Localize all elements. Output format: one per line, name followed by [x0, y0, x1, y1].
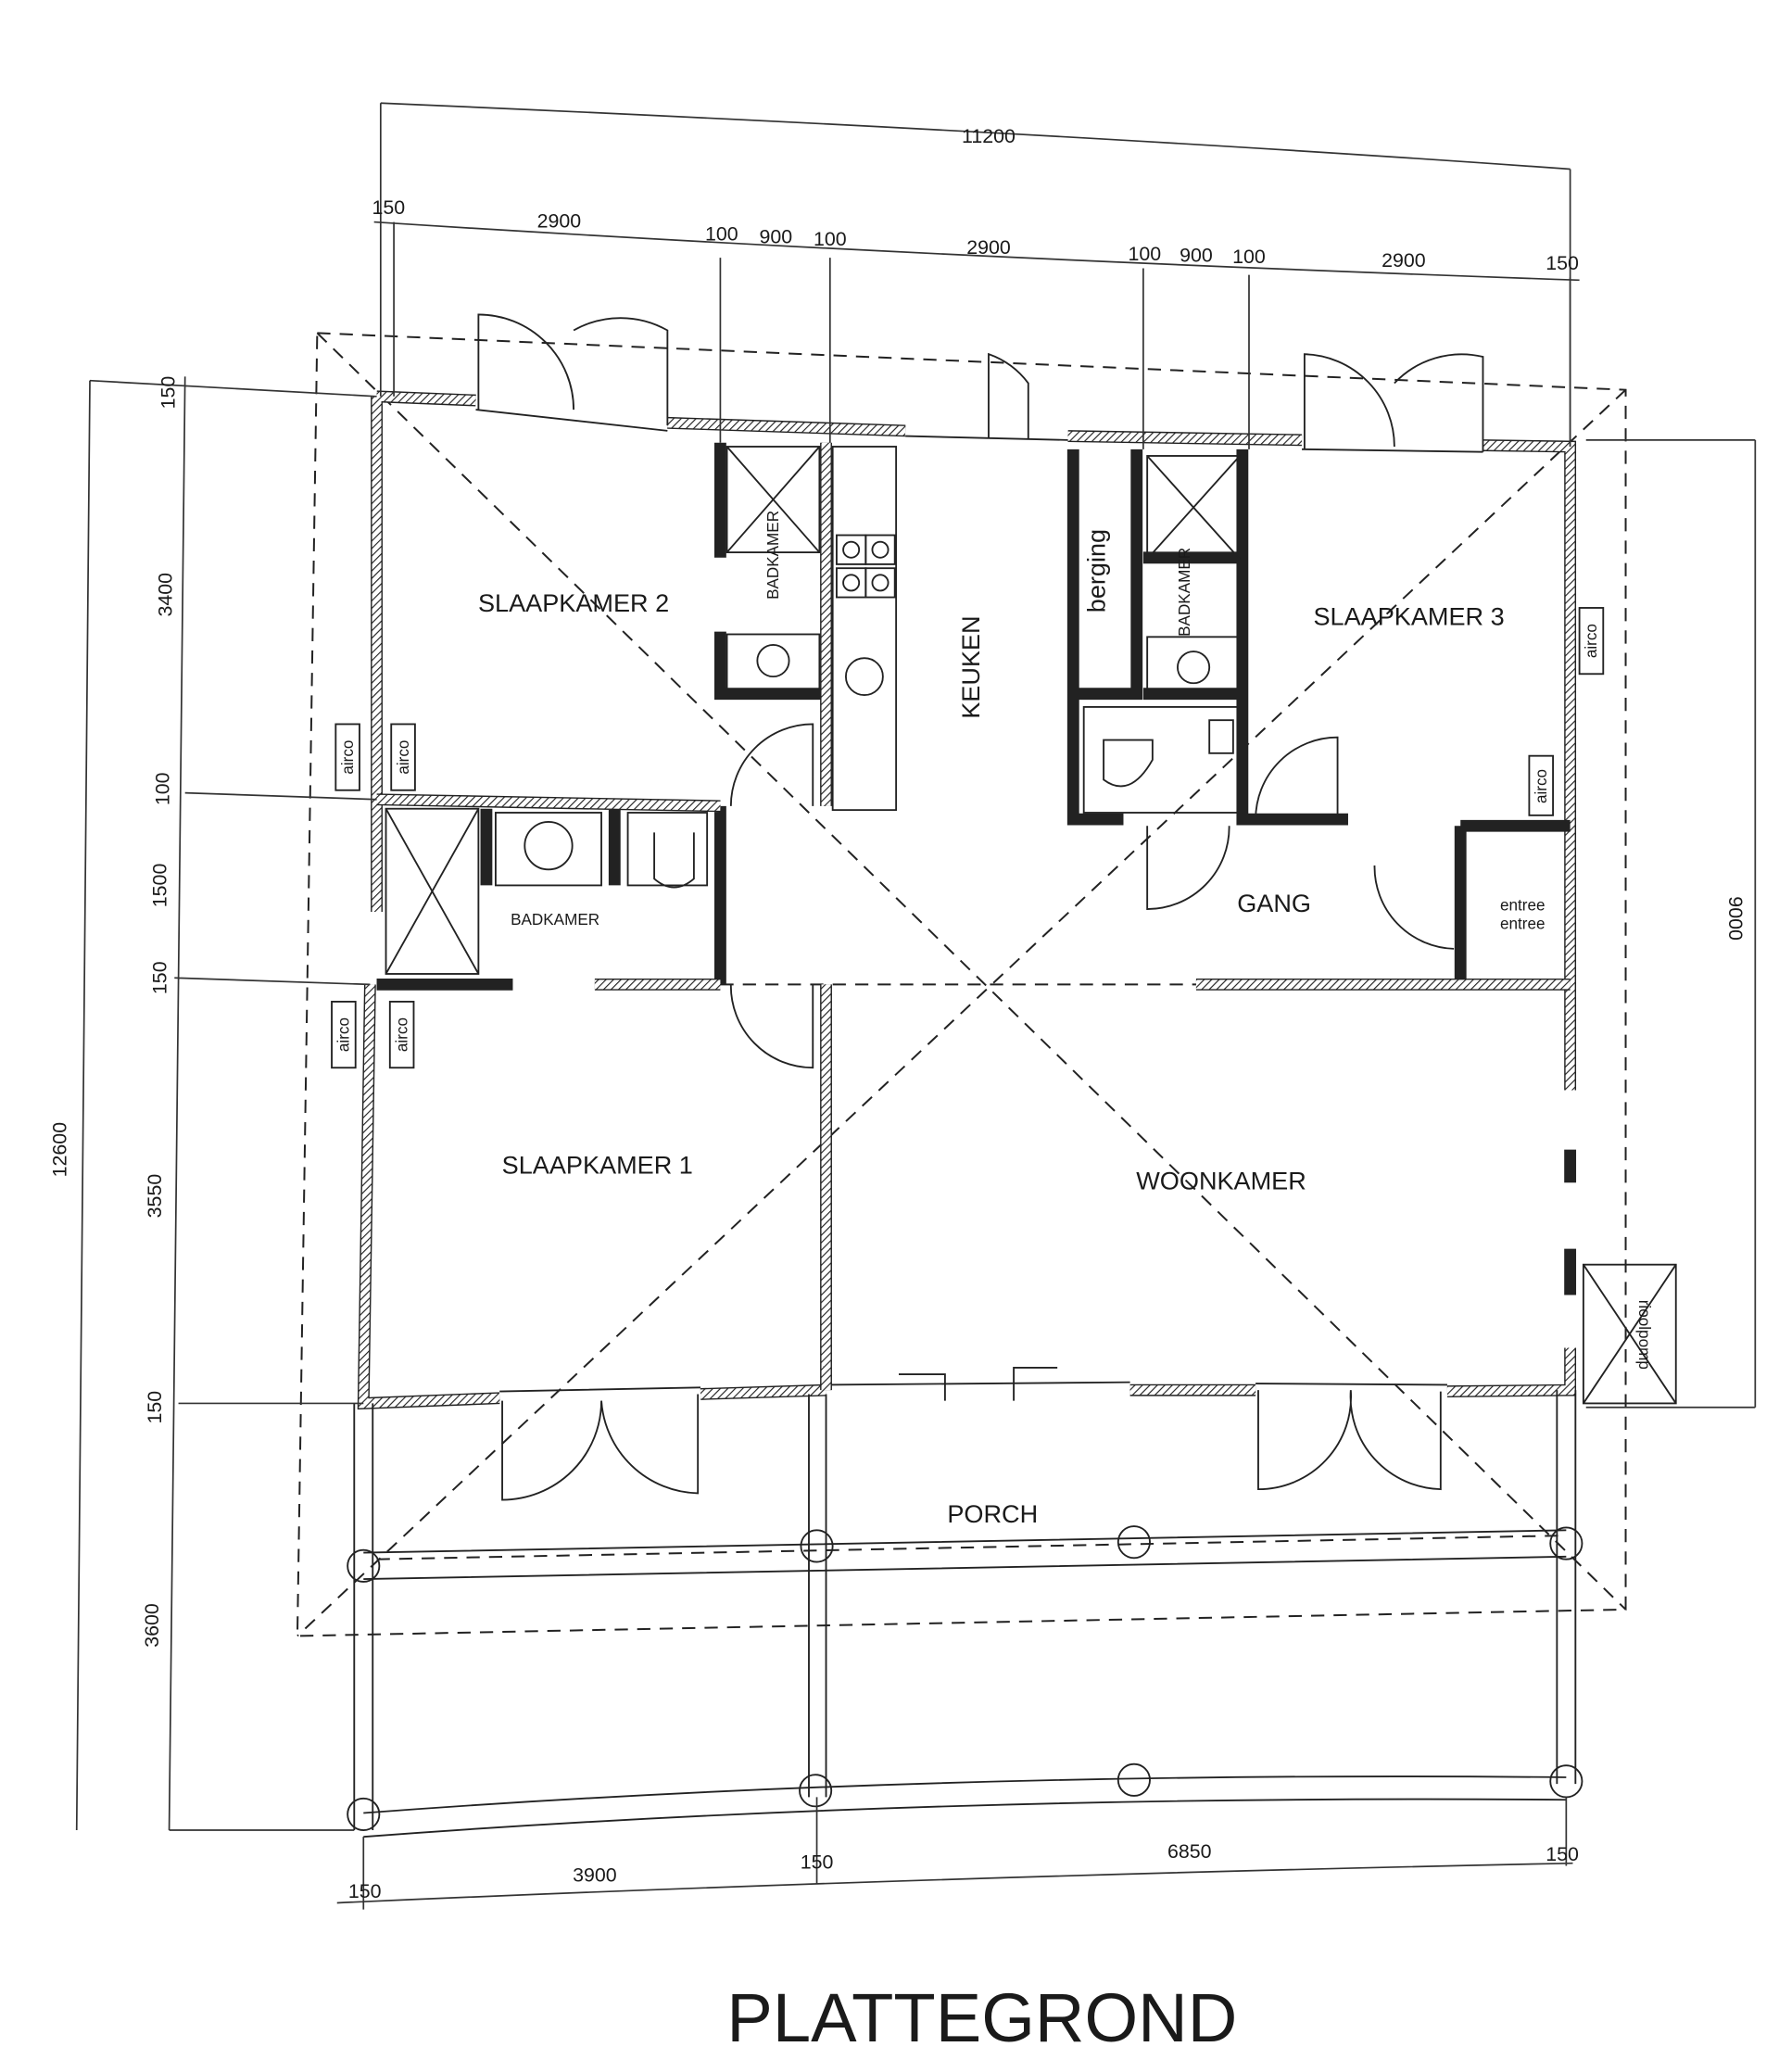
exterior-walls — [357, 390, 1577, 1410]
porch — [347, 1390, 1583, 1838]
dim-left: 3600 — [141, 1603, 163, 1648]
room-badkamer-1: BADKAMER — [511, 911, 599, 929]
label-airco: airco — [335, 1017, 353, 1052]
room-slaapkamer-2: SLAAPKAMER 2 — [478, 588, 669, 617]
dim-left: 100 — [152, 772, 174, 805]
page-title: PLATTEGROND — [726, 1979, 1237, 2056]
dim-bottom: 150 — [801, 1851, 834, 1873]
dim-right: 9000 — [1724, 896, 1747, 941]
dim-left-total: 12600 — [48, 1122, 70, 1178]
dim-top: 100 — [1232, 246, 1266, 268]
label-airco: airco — [395, 740, 412, 775]
dim-left: 150 — [149, 961, 171, 994]
label-entree: entree — [1500, 915, 1546, 932]
room-badkamer-3: BADKAMER — [1176, 548, 1193, 637]
room-berging: berging — [1082, 529, 1111, 613]
dim-bottom: 3900 — [573, 1864, 617, 1887]
room-keuken: KEUKEN — [956, 615, 985, 718]
room-woonkamer: WOONKAMER — [1136, 1166, 1306, 1194]
dim-top: 900 — [1180, 244, 1213, 266]
label-airco: airco — [1533, 769, 1550, 803]
label-airco: airco — [393, 1017, 410, 1052]
kitchen-counter — [831, 446, 898, 812]
dimension-lines — [75, 102, 1757, 1910]
room-badkamer-2: BADKAMER — [764, 511, 782, 600]
dim-bottom: 6850 — [1167, 1840, 1212, 1863]
room-slaapkamer-3: SLAAPKAMER 3 — [1313, 602, 1504, 631]
dim-top: 2900 — [537, 209, 582, 232]
dim-left: 3550 — [144, 1174, 166, 1219]
label-airco: airco — [339, 740, 357, 775]
dim-top: 100 — [705, 223, 738, 246]
dim-bottom: 150 — [1546, 1843, 1579, 1865]
label-airco: airco — [1583, 624, 1600, 658]
dimension-labels: 11200 150 2900 100 900 100 2900 100 900 … — [48, 125, 1746, 1902]
label-rioolpomp: rioolpomp — [1635, 1300, 1653, 1370]
room-labels: SLAAPKAMER 2 SLAAPKAMER 3 SLAAPKAMER 1 W… — [335, 511, 1653, 1528]
dim-left: 1500 — [149, 864, 171, 908]
dim-left: 150 — [144, 1391, 166, 1424]
room-slaapkamer-1: SLAAPKAMER 1 — [502, 1150, 693, 1179]
dim-top-total: 11200 — [962, 125, 1016, 147]
dim-top: 2900 — [1382, 249, 1426, 272]
room-gang: GANG — [1237, 889, 1311, 917]
label-entree: entree — [1500, 897, 1546, 915]
dim-left: 3400 — [154, 573, 176, 617]
doors — [477, 313, 1484, 1501]
dim-top: 100 — [814, 228, 847, 250]
room-porch: PORCH — [947, 1499, 1038, 1528]
dim-bottom: 150 — [348, 1880, 382, 1902]
dim-top: 2900 — [966, 236, 1011, 259]
dim-top: 100 — [1128, 243, 1161, 265]
bathroom-fixtures — [385, 446, 1243, 975]
airco-units — [331, 607, 1677, 1405]
interior-walls — [376, 442, 1571, 1391]
dim-top: 150 — [1546, 252, 1579, 274]
dim-top: 150 — [372, 196, 406, 219]
dim-top: 900 — [759, 225, 792, 247]
dim-left: 150 — [157, 376, 179, 410]
